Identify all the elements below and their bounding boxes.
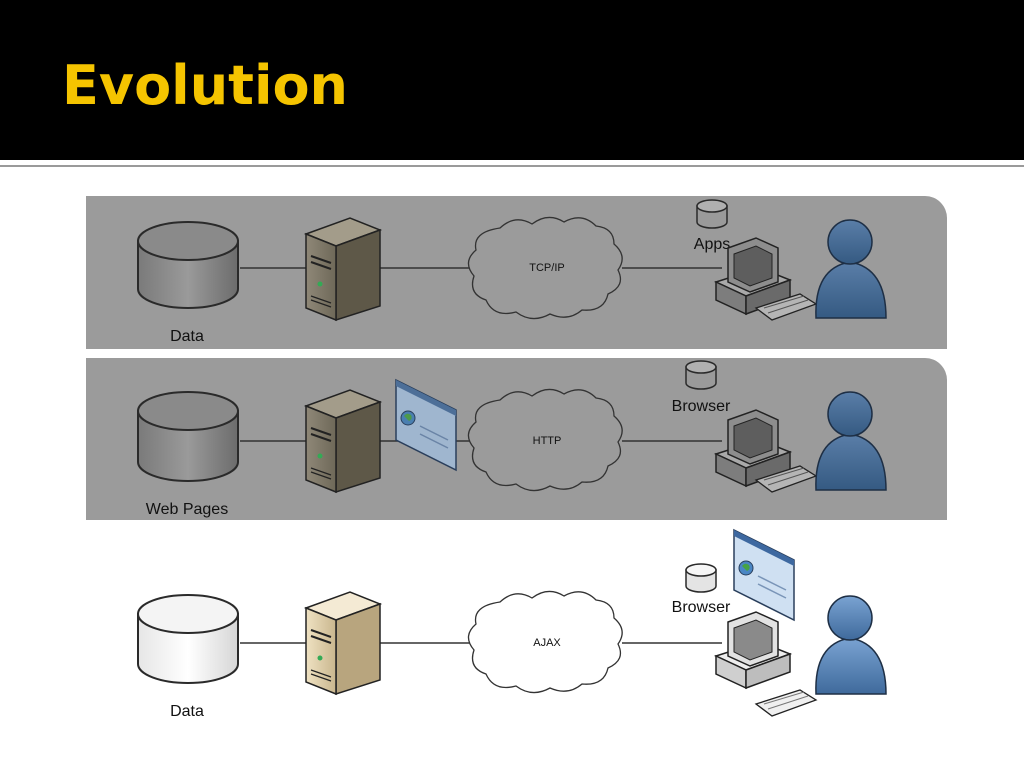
row-ajax: Data AJAX Browser	[137, 528, 887, 720]
browser-database-icon	[685, 360, 717, 390]
row-client-server: Data TCP/IP Apps	[86, 196, 947, 349]
workstation-icon	[713, 409, 818, 493]
user-icon	[815, 595, 887, 695]
apps-database-icon	[696, 199, 728, 229]
database-icon	[137, 221, 239, 309]
storage-label: Web Pages	[146, 501, 228, 518]
database-icon	[137, 594, 239, 684]
browser-database-icon	[685, 563, 717, 593]
row-web: Web Pages HTTP Browser	[86, 358, 947, 520]
server-icon	[303, 217, 383, 322]
cloud-icon	[467, 590, 623, 694]
storage-label: Data	[170, 703, 204, 720]
server-icon	[303, 591, 383, 696]
server-icon	[303, 389, 383, 494]
web-page-icon	[395, 378, 457, 472]
cloud-icon	[467, 388, 623, 492]
client-label: Browser	[672, 599, 731, 616]
cloud-label: AJAX	[533, 637, 561, 649]
client-label: Browser	[672, 398, 731, 415]
user-icon	[815, 219, 887, 319]
cloud-icon	[467, 216, 623, 320]
user-icon	[815, 391, 887, 491]
storage-label: Data	[170, 328, 204, 345]
database-icon	[137, 391, 239, 482]
workstation-icon	[713, 237, 818, 321]
slide-title: Evolution	[62, 54, 349, 117]
cloud-label: HTTP	[533, 435, 562, 447]
title-divider	[0, 160, 1024, 164]
title-bar: Evolution	[0, 0, 1024, 160]
client-label: Apps	[694, 236, 730, 253]
title-divider-line	[0, 165, 1024, 167]
web-page-icon	[733, 528, 795, 622]
cloud-label: TCP/IP	[529, 262, 564, 274]
workstation-icon	[713, 611, 818, 717]
